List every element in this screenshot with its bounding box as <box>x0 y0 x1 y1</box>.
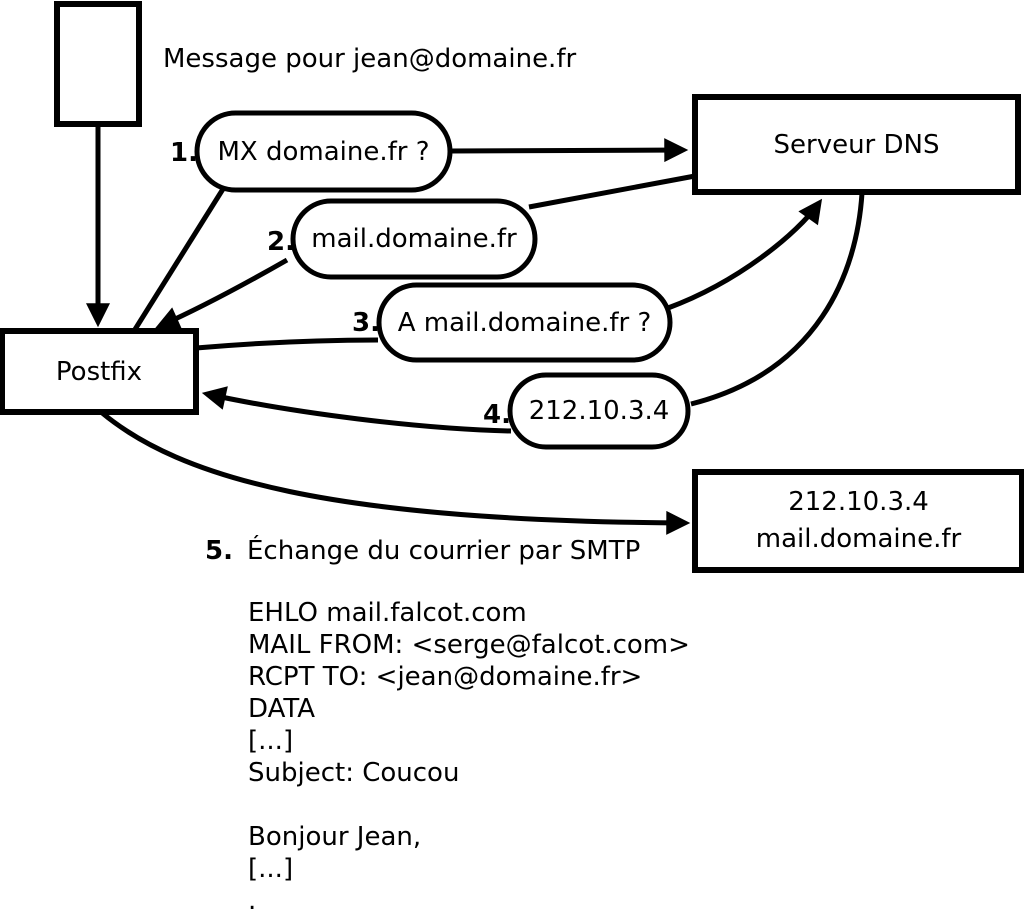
mailserver-hostname: mail.domaine.fr <box>755 524 962 554</box>
arrow-query3-to-dns <box>667 198 823 311</box>
bubble-reply4-label: 212.10.3.4 <box>528 396 670 426</box>
mailserver-box <box>692 469 1024 573</box>
dns-label: Serveur DNS <box>773 129 940 160</box>
smtp-line <box>248 789 690 821</box>
arrow-reply2-to-postfix <box>155 257 289 330</box>
bubble-query1-label: MX domaine.fr ? <box>217 136 430 167</box>
line-dns-to-reply4 <box>690 192 865 407</box>
arrow-query1-to-dns <box>449 138 689 163</box>
smtp-line: MAIL FROM: <serge@falcot.com> <box>248 630 690 660</box>
smtp-line: RCPT TO: <jean@domaine.fr> <box>248 662 643 692</box>
postfix-box <box>0 328 199 415</box>
bubble-query3-label: A mail.domaine.fr ? <box>397 307 652 338</box>
smtp-line: Subject: Coucou <box>248 758 460 788</box>
smtp-line: DATA <box>248 694 315 724</box>
step-5-label: Échange du courrier par SMTP <box>247 536 641 566</box>
bubble-query1 <box>194 110 453 193</box>
dns-box <box>692 94 1021 195</box>
bubble-query3 <box>376 282 673 363</box>
step-1-number: 1. <box>170 138 198 168</box>
step-3-number: 3. <box>352 308 380 338</box>
line-postfix-to-query3 <box>195 337 379 351</box>
smtp-line: EHLO mail.falcot.com <box>248 598 527 628</box>
bubble-reply2-label: mail.domaine.fr <box>311 224 517 254</box>
smtp-line: . <box>248 886 257 916</box>
smtp-line: Bonjour Jean, <box>248 822 422 852</box>
mailserver-ip: 212.10.3.4 <box>788 487 929 517</box>
arrow-postfix-to-mailserver <box>99 410 691 535</box>
bubble-reply4 <box>507 372 691 450</box>
postfix-label: Postfix <box>55 356 143 387</box>
line-dns-to-reply2 <box>528 173 696 210</box>
step-4-number: 4. <box>483 400 511 430</box>
message-box <box>54 1 142 127</box>
line-postfix-to-query1 <box>131 187 226 333</box>
smtp-line: [...] <box>248 854 294 884</box>
bubble-reply2 <box>290 198 538 280</box>
step-5-number: 5. <box>205 536 233 566</box>
smtp-session-transcript: EHLO mail.falcot.com MAIL FROM: <serge@f… <box>248 597 690 917</box>
diagram-title: Message pour jean@domaine.fr <box>163 44 577 74</box>
smtp-line: [...] <box>248 726 294 756</box>
mailserver-label: 212.10.3.4 mail.domaine.fr <box>695 472 1022 570</box>
arrow-reply4-to-postfix <box>201 386 512 434</box>
step-2-number: 2. <box>267 227 295 257</box>
